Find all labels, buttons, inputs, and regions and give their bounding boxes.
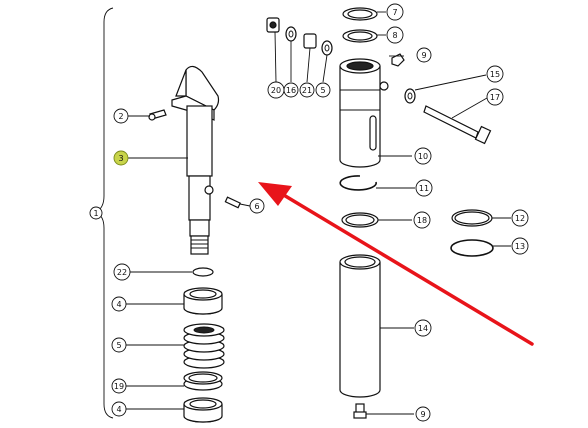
- svg-text:22: 22: [117, 268, 127, 277]
- callout-13[interactable]: 13: [511, 237, 529, 255]
- callout-19[interactable]: 19: [111, 378, 127, 394]
- callout-5-top[interactable]: 5: [315, 82, 331, 98]
- right-housing-drawing: [339, 7, 405, 168]
- pin-drawing: [224, 196, 241, 209]
- callout-8[interactable]: 8: [386, 26, 404, 44]
- svg-text:2: 2: [118, 112, 123, 121]
- injector-body-drawing: [148, 65, 220, 255]
- svg-text:16: 16: [286, 86, 296, 95]
- callout-9-lower[interactable]: 9: [415, 406, 431, 422]
- svg-text:18: 18: [417, 216, 427, 225]
- svg-text:4: 4: [116, 405, 121, 414]
- callout-6[interactable]: 6: [249, 198, 265, 214]
- callout-5[interactable]: 5: [111, 337, 127, 353]
- svg-text:9: 9: [421, 51, 426, 60]
- leader-lines: [126, 11, 511, 415]
- callout-10[interactable]: 10: [414, 147, 432, 165]
- callout-14[interactable]: 14: [414, 319, 432, 337]
- callout-11[interactable]: 11: [415, 179, 433, 197]
- svg-text:5: 5: [320, 86, 325, 95]
- tube-drawing: [339, 254, 381, 419]
- callout-21[interactable]: 21: [299, 82, 315, 98]
- red-pointer-arrow: [258, 182, 534, 346]
- callout-20[interactable]: 20: [267, 81, 285, 99]
- svg-text:20: 20: [271, 86, 281, 95]
- svg-text:1: 1: [93, 209, 98, 218]
- callout-17[interactable]: 17: [486, 88, 504, 106]
- callout-4-upper[interactable]: 4: [111, 296, 127, 312]
- callout-3-highlighted[interactable]: 3: [113, 150, 129, 166]
- svg-text:21: 21: [302, 86, 312, 95]
- svg-text:5: 5: [116, 341, 121, 350]
- svg-text:6: 6: [254, 202, 259, 211]
- callout-16[interactable]: 16: [283, 82, 299, 98]
- rings-drawing: [339, 175, 494, 257]
- svg-text:17: 17: [490, 93, 500, 102]
- svg-text:10: 10: [418, 152, 428, 161]
- left-seal-stack: [183, 267, 225, 423]
- callout-12[interactable]: 12: [511, 209, 529, 227]
- callout-2[interactable]: 2: [113, 108, 129, 124]
- svg-text:13: 13: [515, 242, 525, 251]
- svg-text:14: 14: [418, 324, 428, 333]
- bolt-drawing: [404, 88, 492, 145]
- svg-text:7: 7: [392, 8, 397, 17]
- top-small-parts: [266, 17, 333, 56]
- callout-4-lower[interactable]: 4: [111, 401, 127, 417]
- svg-text:12: 12: [515, 214, 525, 223]
- callout-15[interactable]: 15: [486, 65, 504, 83]
- callout-1[interactable]: 1: [89, 206, 103, 220]
- callout-9-upper[interactable]: 9: [416, 47, 432, 63]
- svg-text:11: 11: [419, 184, 429, 193]
- svg-text:8: 8: [392, 31, 397, 40]
- svg-text:9: 9: [420, 410, 425, 419]
- svg-text:15: 15: [490, 70, 500, 79]
- callout-7[interactable]: 7: [386, 3, 404, 21]
- callout-18[interactable]: 18: [413, 211, 431, 229]
- callout-22[interactable]: 22: [113, 263, 131, 281]
- svg-text:3: 3: [118, 154, 123, 163]
- svg-text:4: 4: [116, 300, 121, 309]
- svg-text:19: 19: [114, 382, 124, 391]
